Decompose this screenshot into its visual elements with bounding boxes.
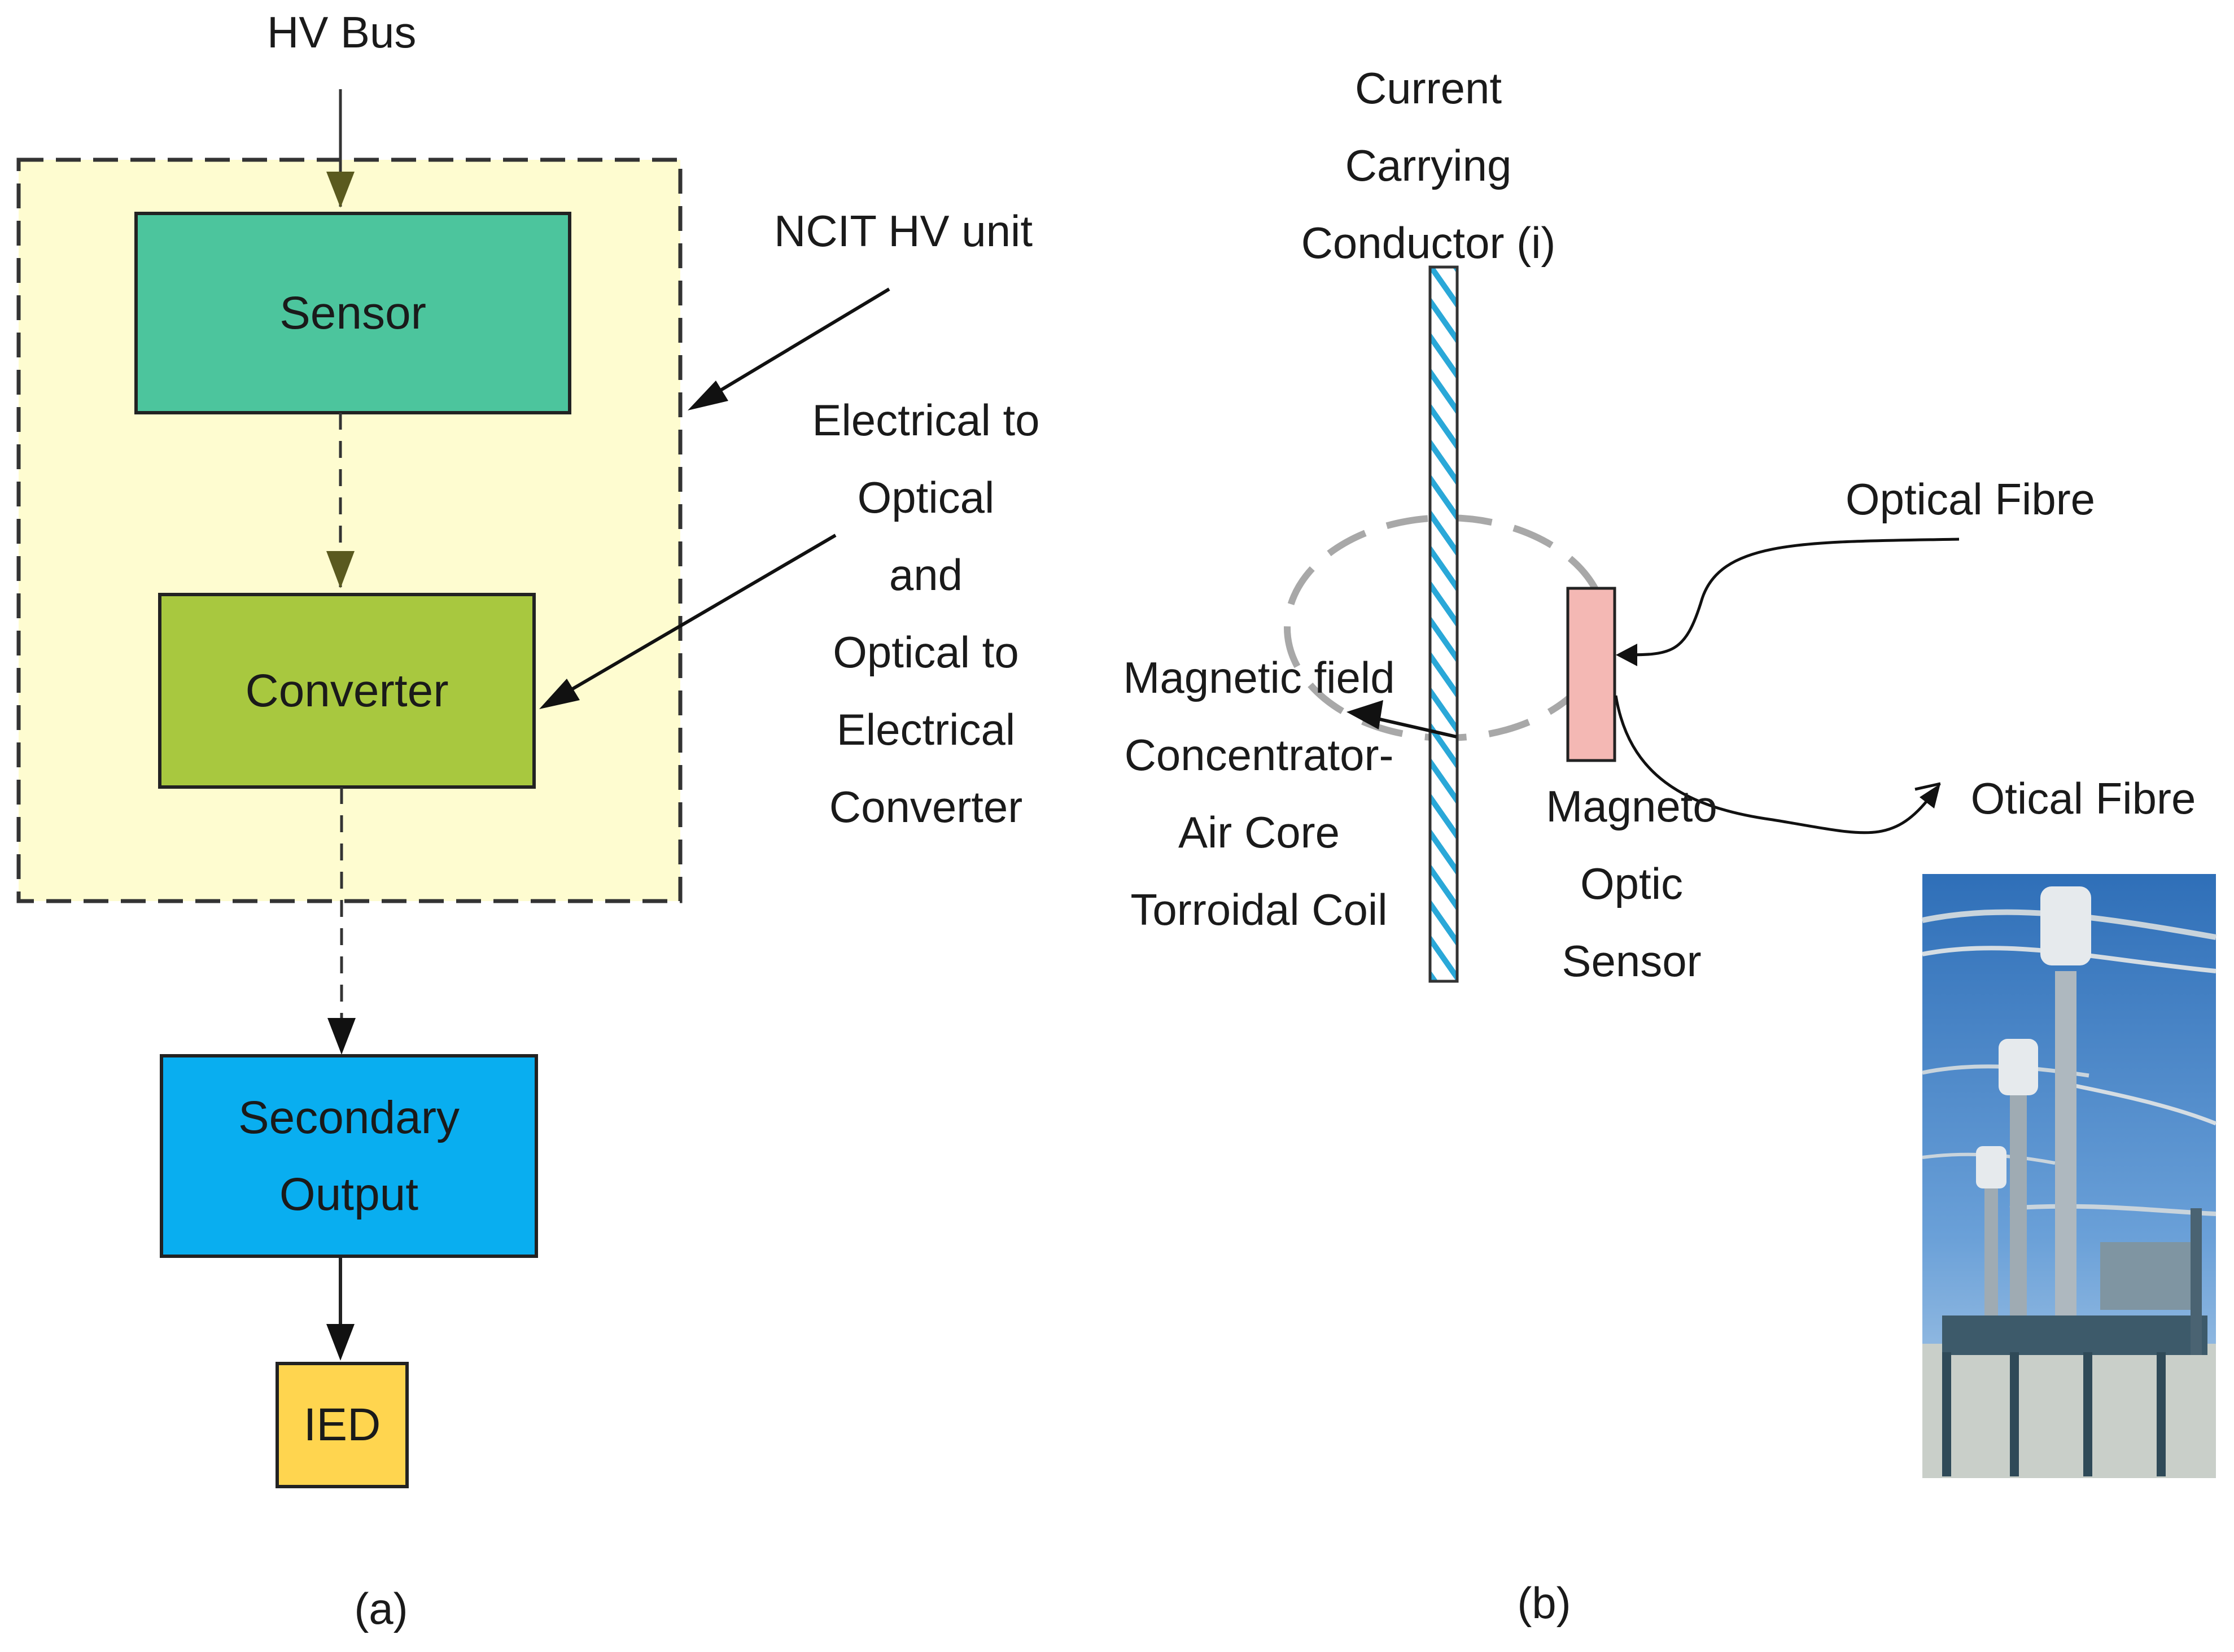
- converter-note-line-3: and: [889, 550, 963, 600]
- concentrator-line-1: Magnetic field: [1123, 653, 1395, 702]
- caption-b: (b): [1517, 1578, 1571, 1628]
- secondary-line-2: Output: [279, 1168, 419, 1220]
- mo-sensor-line-2: Optic: [1580, 859, 1684, 908]
- sensor-box: [134, 212, 571, 414]
- ied-label: IED: [303, 1399, 381, 1451]
- hv-bus-label: HV Bus: [267, 7, 417, 57]
- secondary-output-box: [160, 1054, 538, 1258]
- panel-a: [16, 89, 890, 1488]
- magnetic-field-arrow: [1365, 714, 1457, 738]
- magneto-optic-sensor: [1566, 587, 1616, 762]
- concentrator-line-4: Torroidal Coil: [1130, 885, 1388, 934]
- converter-box: [158, 593, 536, 789]
- concentrator-line-3: Air Core: [1178, 807, 1340, 857]
- mo-sensor-line-3: Sensor: [1562, 936, 1702, 986]
- converter-label: Converter: [245, 665, 449, 716]
- ied-box: [276, 1362, 409, 1488]
- conductor-label: Current Carrying Conductor (i): [1265, 50, 1592, 282]
- panel-b: [1284, 265, 2217, 1478]
- converter-note-line-6: Converter: [829, 782, 1023, 832]
- converter-note-line-5: Electrical: [836, 705, 1016, 754]
- ncit-hv-unit-label: NCIT HV unit: [773, 206, 1033, 256]
- mo-sensor-line-1: Magneto: [1546, 781, 1717, 831]
- conductor-line-1: Current: [1354, 63, 1502, 113]
- conductor-line-3: Conductor (i): [1301, 218, 1556, 268]
- hv-unit-pointer-arrow: [696, 287, 890, 406]
- converter-note-line-2: Optical: [857, 473, 995, 522]
- converter-note-line-4: Optical to: [833, 627, 1019, 677]
- optical-fibre-out-label: Otical Fibre: [1970, 773, 2196, 823]
- caption-a: (a): [354, 1584, 408, 1633]
- sensor-label: Sensor: [279, 287, 426, 339]
- current-carrying-conductor: [1428, 265, 1459, 983]
- converter-note-line-1: Electrical to: [812, 395, 1040, 445]
- secondary-output-label: Secondary Output: [161, 1056, 536, 1256]
- optical-fibre-in: [1620, 537, 1960, 657]
- mo-sensor-label: Magneto Optic Sensor: [1524, 768, 1739, 1000]
- conductor-line-2: Carrying: [1345, 141, 1512, 190]
- optical-fibre-out: [1614, 695, 1932, 834]
- secondary-line-1: Secondary: [238, 1092, 460, 1144]
- converter-pointer-arrow: [549, 534, 837, 703]
- concentrator-label: Magnetic field Concentrator- Air Core To…: [1095, 639, 1423, 949]
- concentrator-line-2: Concentrator-: [1124, 730, 1394, 780]
- converter-note: Electrical to Optical and Optical to Ele…: [785, 382, 1067, 846]
- optical-fibre-in-label: Optical Fibre: [1845, 474, 2096, 524]
- substation-photo: [1921, 874, 2217, 1478]
